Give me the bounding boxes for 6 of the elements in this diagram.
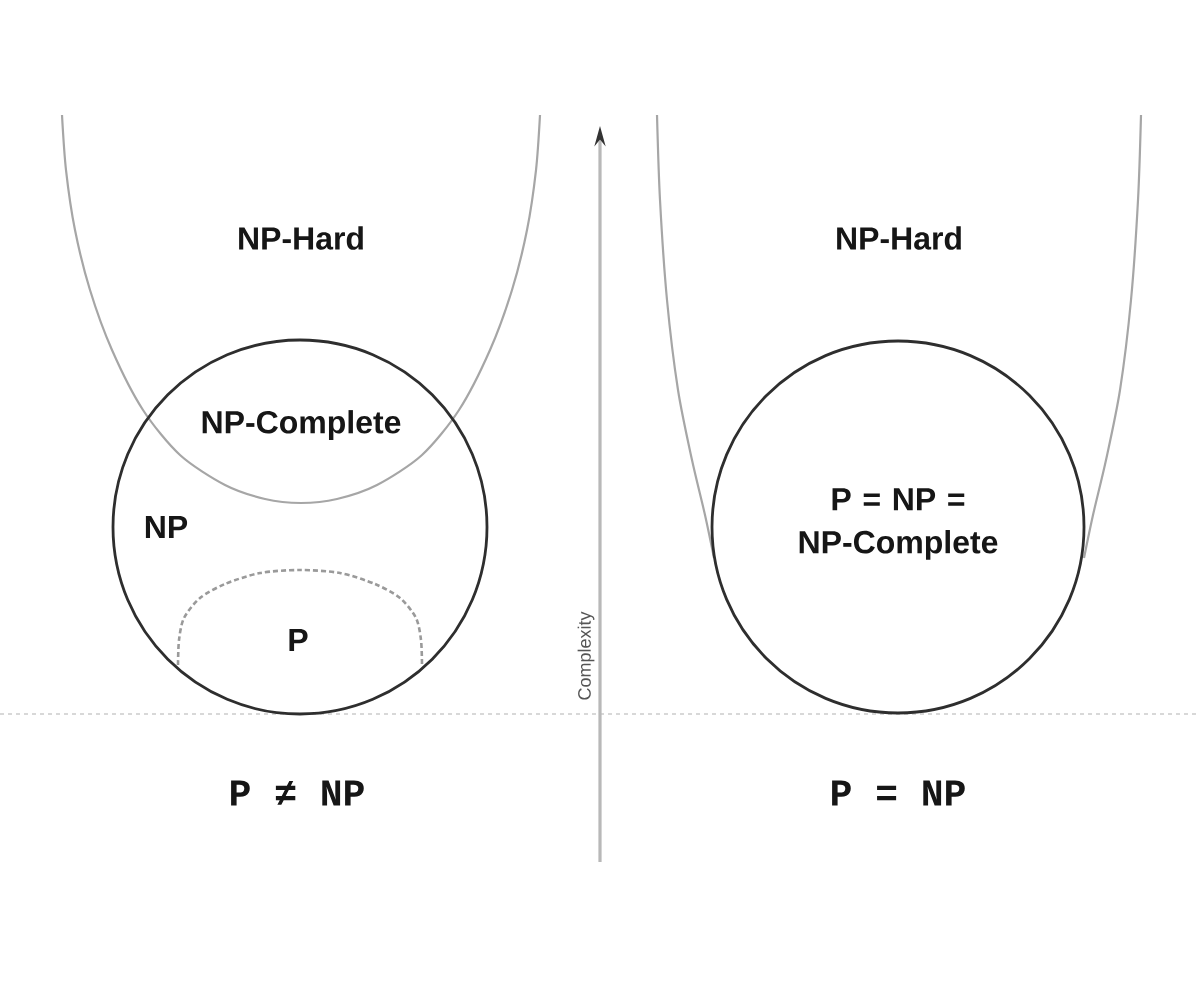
formula-label: P ≠ NP: [231, 780, 364, 806]
dashed-region: P: [176, 568, 424, 666]
circle-region: P = NP = NP-Complete: [710, 339, 1086, 715]
formula-label: P = NP: [832, 780, 965, 806]
region-label: NP-Complete: [202, 410, 401, 440]
axis-label: Complexity: [577, 611, 595, 700]
